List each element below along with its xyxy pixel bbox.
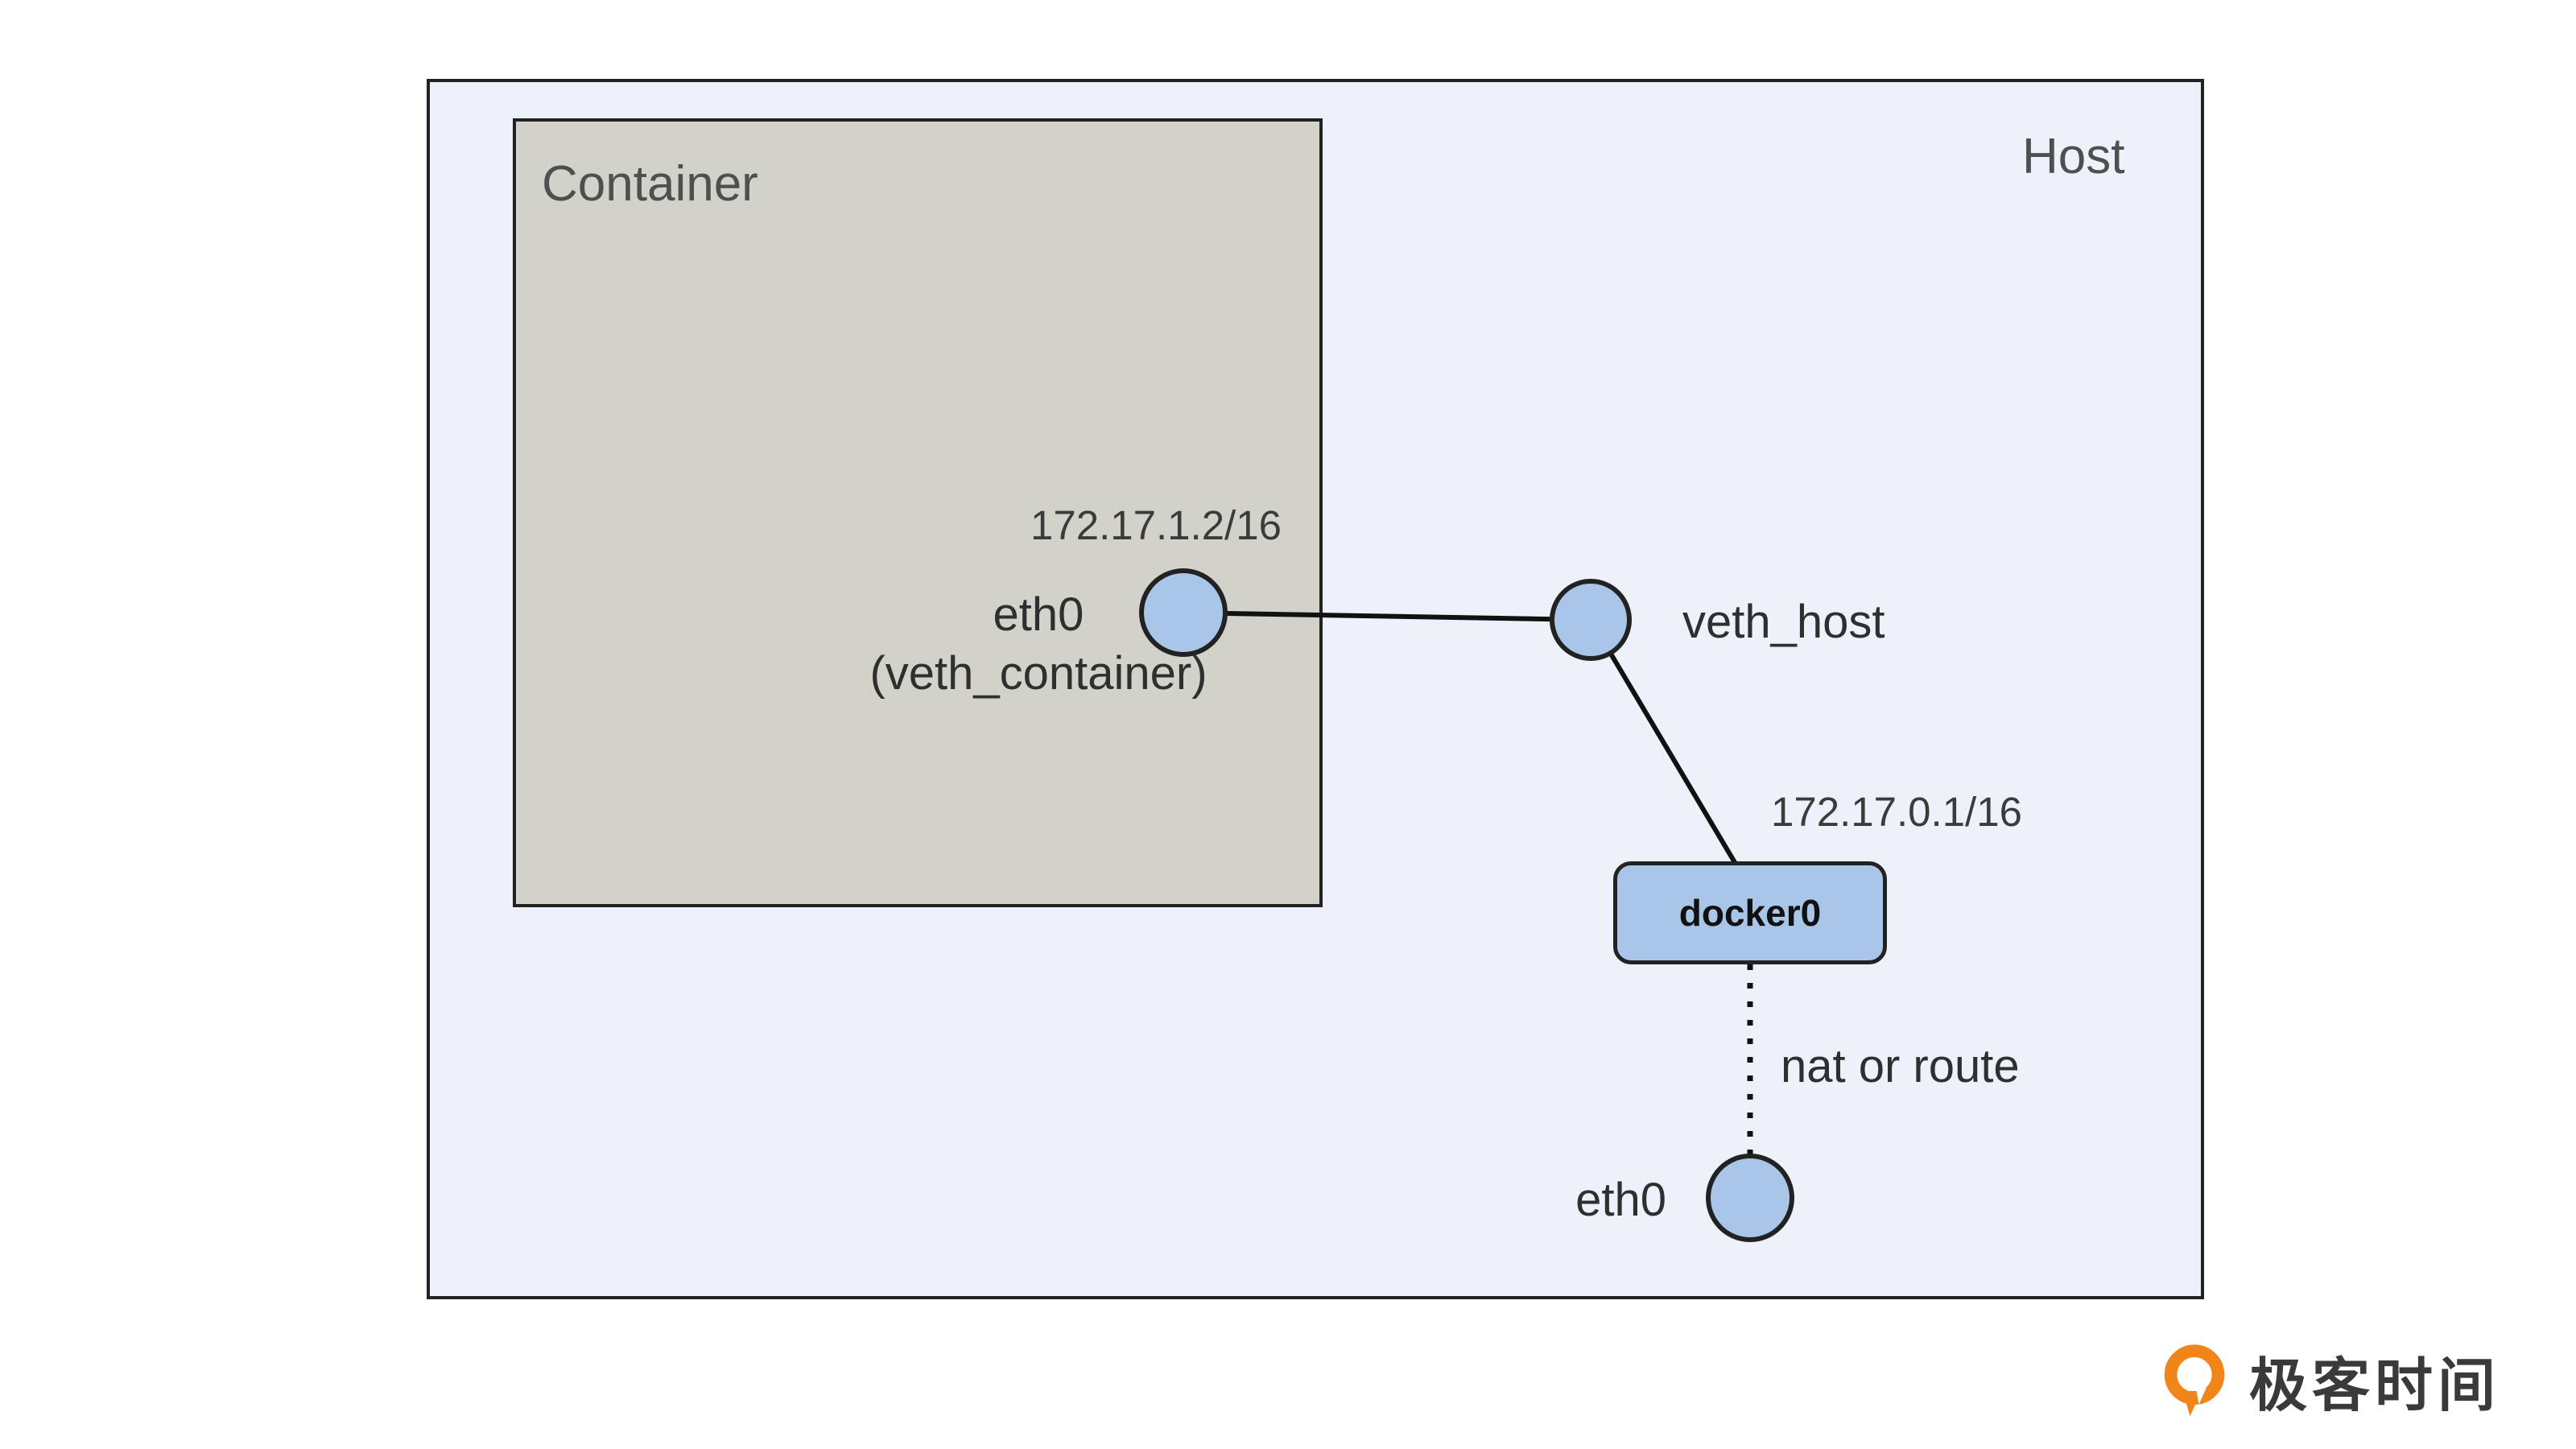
host-label: Host	[2022, 129, 2125, 184]
docker0-label: docker0	[1678, 892, 1822, 934]
branding: 极客时间	[2157, 1338, 2500, 1422]
geektime-logo-text: 极客时间	[2249, 1354, 2501, 1418]
docker0-ip-label: 172.17.0.1/16	[1771, 789, 2022, 835]
container-eth0-alias: (veth_container)	[869, 646, 1208, 700]
geektime-logo-icon	[2164, 1344, 2225, 1416]
container-label: Container	[542, 156, 758, 212]
container-box	[513, 118, 1323, 907]
container-eth0-name: eth0	[993, 588, 1084, 641]
host-eth0-node	[1706, 1154, 1794, 1242]
container-eth0-ip-label: 172.17.1.2/16	[1030, 502, 1282, 548]
container-eth0-label: eth0 (veth_container)	[805, 586, 1272, 703]
veth-pair-line	[1183, 610, 1591, 622]
nat-or-route-label: nat or route	[1781, 1040, 2020, 1092]
veth-host-label: veth_host	[1682, 596, 1885, 648]
veth-to-docker0-line	[1588, 618, 1751, 887]
container-eth0-node	[1139, 568, 1228, 657]
host-eth0-label: eth0	[1575, 1174, 1666, 1226]
veth-host-node	[1550, 579, 1632, 661]
docker0-bridge: docker0	[1613, 861, 1887, 964]
